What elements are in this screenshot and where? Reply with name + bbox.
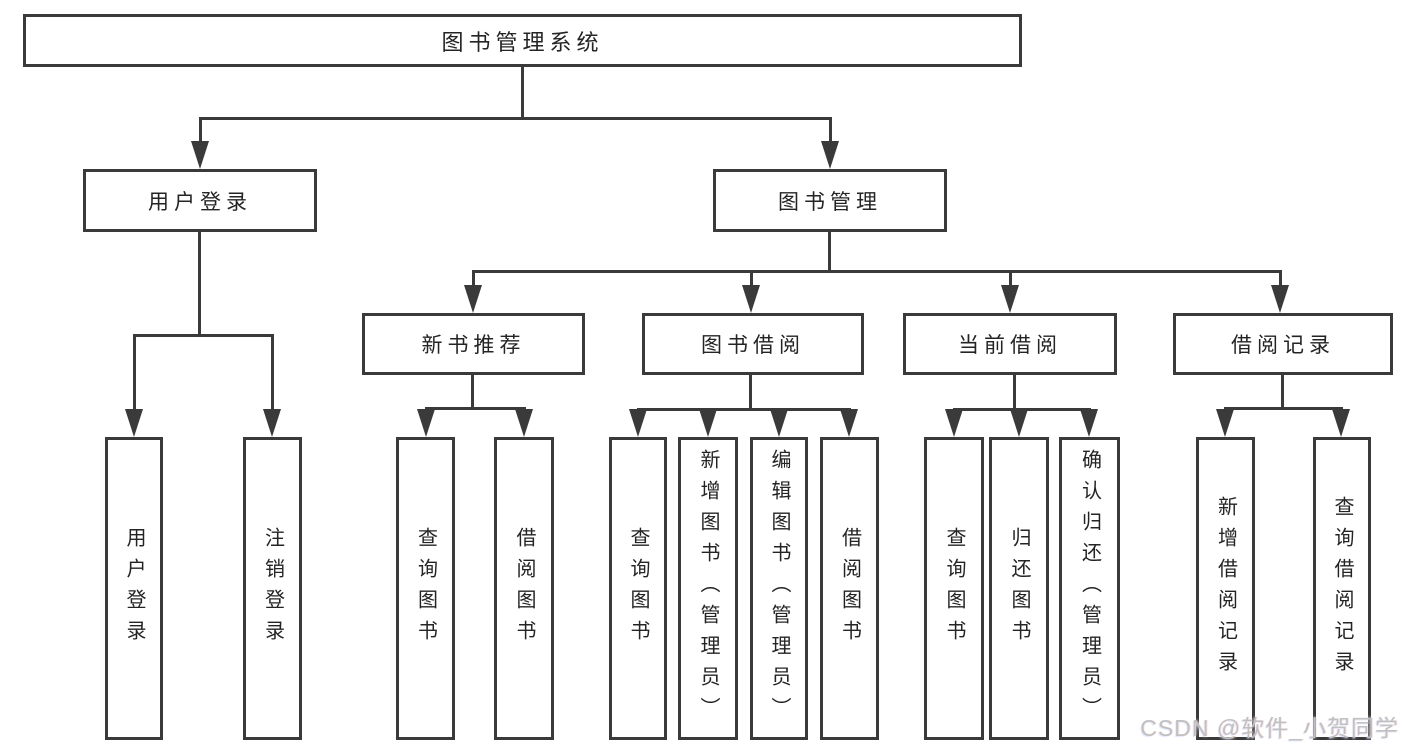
arrow-to-user-login — [191, 119, 209, 169]
node-borrowing-records: 借阅记录 — [1173, 313, 1393, 375]
connector-book-management-stem — [828, 232, 831, 273]
leaf-query-book-recommend: 查询图书 — [396, 437, 455, 740]
leaf-user-login: 用户登录 — [105, 437, 163, 740]
arrow-to-leaf-login — [125, 336, 143, 437]
connector-borrowing-records-stem — [1281, 375, 1284, 409]
leaf-logout: 注销登录 — [243, 437, 302, 740]
connector-user-login-split — [133, 334, 274, 337]
arrow-to-leaf-query-record — [1332, 409, 1350, 437]
arrow-to-leaf-return-book — [1010, 409, 1028, 437]
node-book-borrowing: 图书借阅 — [642, 313, 864, 375]
leaf-borrow-book-borrowing: 借阅图书 — [820, 437, 879, 740]
arrow-to-leaf-add-record — [1216, 409, 1234, 437]
arrow-to-leaf-add-book — [699, 409, 717, 437]
arrow-to-leaf-borrow-book-1 — [515, 409, 533, 437]
node-root-system: 图书管理系统 — [23, 14, 1022, 67]
connector-user-login-stem — [198, 232, 201, 336]
arrow-to-new-book-recommend — [464, 272, 482, 313]
arrow-to-leaf-query-book-1 — [417, 409, 435, 437]
leaf-add-borrow-record: 新增借阅记录 — [1196, 437, 1255, 740]
leaf-borrow-book-recommend: 借阅图书 — [494, 437, 554, 740]
connector-borrowing-records-split — [1224, 407, 1343, 410]
connector-book-borrowing-split — [637, 408, 851, 411]
connector-level1-split — [199, 117, 832, 120]
leaf-add-book-admin: 新增图书（管理员） — [678, 437, 738, 740]
arrow-to-borrowing-records — [1271, 272, 1289, 313]
node-new-book-recommend: 新书推荐 — [362, 313, 585, 375]
leaf-query-book-current: 查询图书 — [924, 437, 984, 740]
leaf-edit-book-admin: 编辑图书（管理员） — [750, 437, 808, 740]
arrow-to-leaf-query-book-3 — [945, 409, 963, 437]
arrow-to-leaf-edit-book — [770, 409, 788, 437]
leaf-query-book-borrowing: 查询图书 — [609, 437, 667, 740]
arrow-to-book-borrowing — [742, 272, 760, 313]
arrow-to-leaf-logout — [263, 336, 281, 437]
node-book-management: 图书管理 — [713, 169, 947, 232]
arrow-to-book-management — [821, 119, 839, 169]
node-current-borrowing: 当前借阅 — [903, 313, 1117, 375]
leaf-return-book: 归还图书 — [989, 437, 1049, 740]
connector-current-borrowing-stem — [1013, 375, 1016, 411]
connector-level3-split — [472, 270, 1282, 273]
connector-new-book-split — [425, 407, 526, 410]
node-user-login: 用户登录 — [83, 169, 317, 232]
arrow-to-leaf-borrow-book-2 — [840, 409, 858, 437]
connector-book-borrowing-stem — [749, 375, 752, 411]
arrow-to-leaf-query-book-2 — [629, 409, 647, 437]
connector-root-stem — [521, 67, 524, 119]
watermark: CSDN @软件_小贺同学 — [1140, 715, 1399, 741]
arrow-to-current-borrowing — [1001, 272, 1019, 313]
connector-new-book-stem — [471, 375, 474, 409]
leaf-confirm-return-admin: 确认归还（管理员） — [1059, 437, 1120, 740]
arrow-to-leaf-confirm-return — [1080, 409, 1098, 437]
leaf-query-borrow-record: 查询借阅记录 — [1313, 437, 1371, 740]
